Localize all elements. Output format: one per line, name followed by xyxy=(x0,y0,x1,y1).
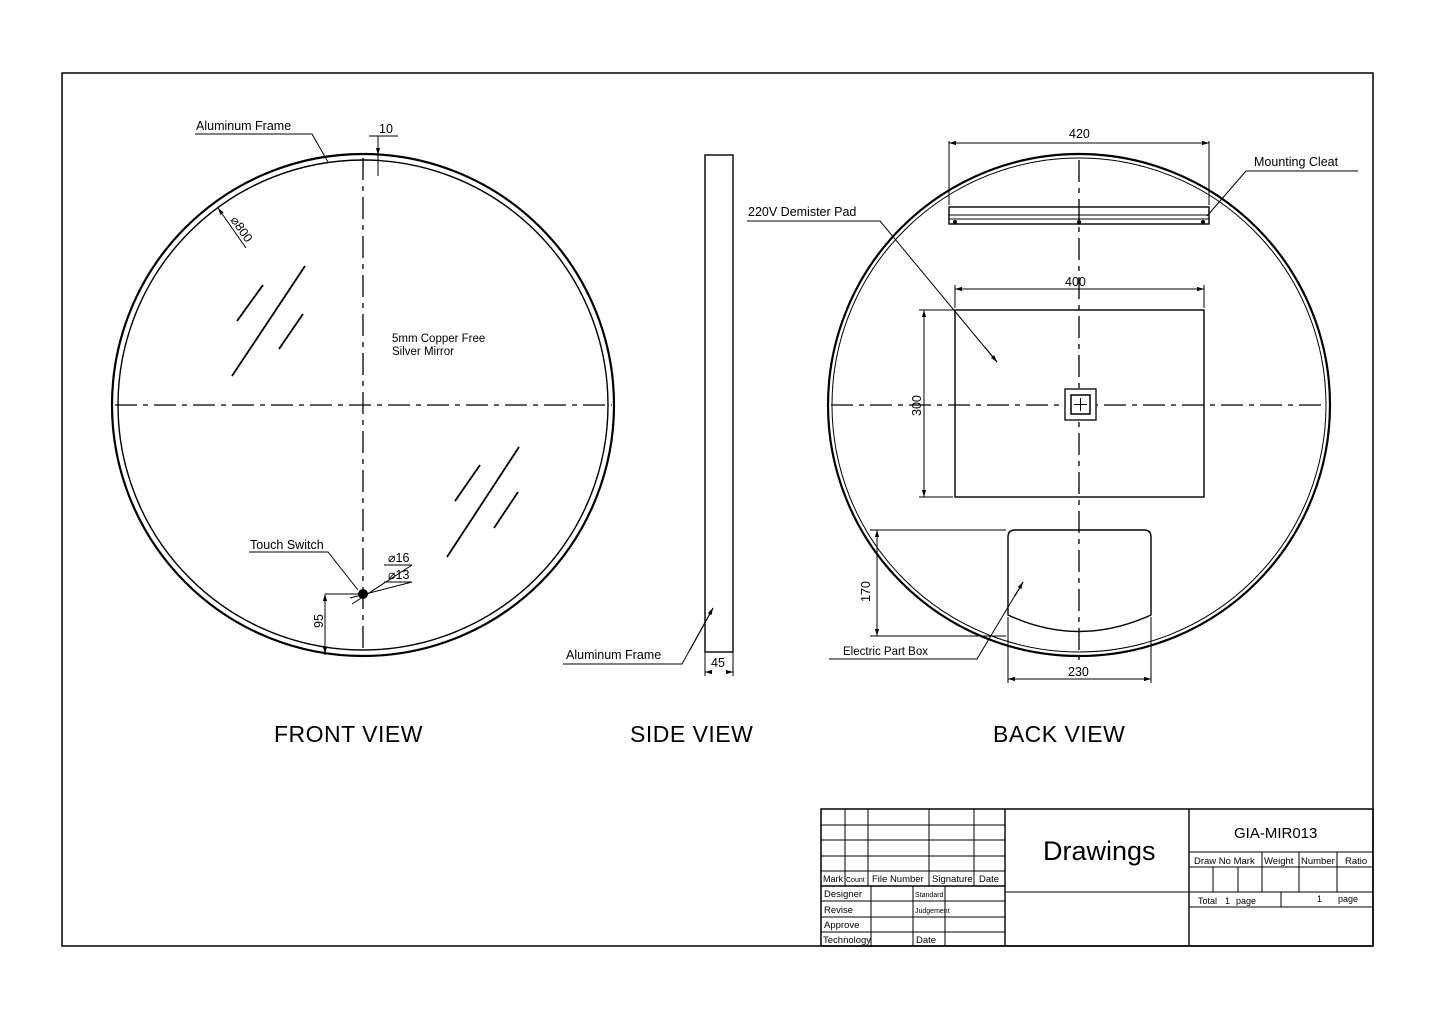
header-file-number: File Number xyxy=(872,874,924,885)
field-date: Date xyxy=(916,935,936,946)
pad-width-label: 400 xyxy=(1065,275,1086,289)
side-view: Aluminum Frame 45 SIDE VIEW xyxy=(563,154,753,747)
electric-part-box xyxy=(1007,529,1152,633)
field-standard: Standard xyxy=(915,892,944,899)
title-block: Mark Count File Number Signature Date De… xyxy=(820,808,1374,947)
header-weight: Weight xyxy=(1264,856,1294,867)
demister-pad-label: 220V Demister Pad xyxy=(748,205,856,219)
pad-height-label: 300 xyxy=(910,395,924,416)
switch-inner-diameter-label: ⌀13 xyxy=(388,568,409,582)
field-judgement: Judgement xyxy=(915,908,950,915)
page-unit: page xyxy=(1338,894,1358,904)
total-unit: page xyxy=(1236,896,1256,906)
total-label: Total xyxy=(1198,896,1217,906)
sheet-border xyxy=(61,72,1374,947)
pad-center-box-inner xyxy=(1070,394,1091,415)
front-mirror-outer-circle xyxy=(110,152,616,658)
box-height-label: 170 xyxy=(859,581,873,602)
front-frame-width-label: 10 xyxy=(379,122,393,136)
front-diameter-label: ⌀800 xyxy=(228,214,256,245)
drawing-number: GIA-MIR013 xyxy=(1234,825,1317,842)
role-approve: Approve xyxy=(824,920,859,931)
switch-height-label: 95 xyxy=(312,614,326,628)
role-revise: Revise xyxy=(824,905,853,916)
header-signature: Signature xyxy=(932,874,973,885)
header-draw-no-mark: Draw No Mark xyxy=(1194,856,1255,867)
front-view: Aluminum Frame 10 ⌀800 5mm Copper Free S… xyxy=(110,119,616,747)
header-ratio: Ratio xyxy=(1345,856,1367,867)
header-date: Date xyxy=(979,874,999,885)
drawing-name: Drawings xyxy=(1043,836,1156,866)
header-count: Count xyxy=(846,877,865,884)
side-depth-label: 45 xyxy=(711,656,725,670)
front-glass-label-line2: Silver Mirror xyxy=(392,346,454,358)
touch-switch-label: Touch Switch xyxy=(250,538,324,552)
total-value: 1 xyxy=(1225,896,1230,906)
back-view-title: BACK VIEW xyxy=(993,721,1125,747)
role-technology: Technology xyxy=(823,935,871,946)
touch-switch-circle xyxy=(358,589,368,599)
mounting-cleat-label: Mounting Cleat xyxy=(1254,155,1339,169)
front-glass-label: 5mm Copper Free xyxy=(392,333,485,345)
side-frame-profile xyxy=(704,154,734,653)
front-view-title: FRONT VIEW xyxy=(274,721,423,747)
back-view: 420 Mounting Cleat 220V Demister Pad 400… xyxy=(747,127,1358,747)
role-designer: Designer xyxy=(824,889,862,900)
box-width-label: 230 xyxy=(1068,665,1089,679)
side-view-title: SIDE VIEW xyxy=(630,721,753,747)
header-number: Number xyxy=(1301,856,1335,867)
switch-outer-diameter-label: ⌀16 xyxy=(388,551,409,565)
page-value: 1 xyxy=(1317,894,1322,904)
header-mark: Mark xyxy=(823,874,843,884)
side-frame-label: Aluminum Frame xyxy=(566,648,661,662)
cleat-width-label: 420 xyxy=(1069,127,1090,141)
electric-part-box-label: Electric Part Box xyxy=(843,646,928,658)
front-frame-label: Aluminum Frame xyxy=(196,119,291,133)
mirror-reflection-marks xyxy=(231,265,520,558)
demister-pad xyxy=(954,309,1205,498)
